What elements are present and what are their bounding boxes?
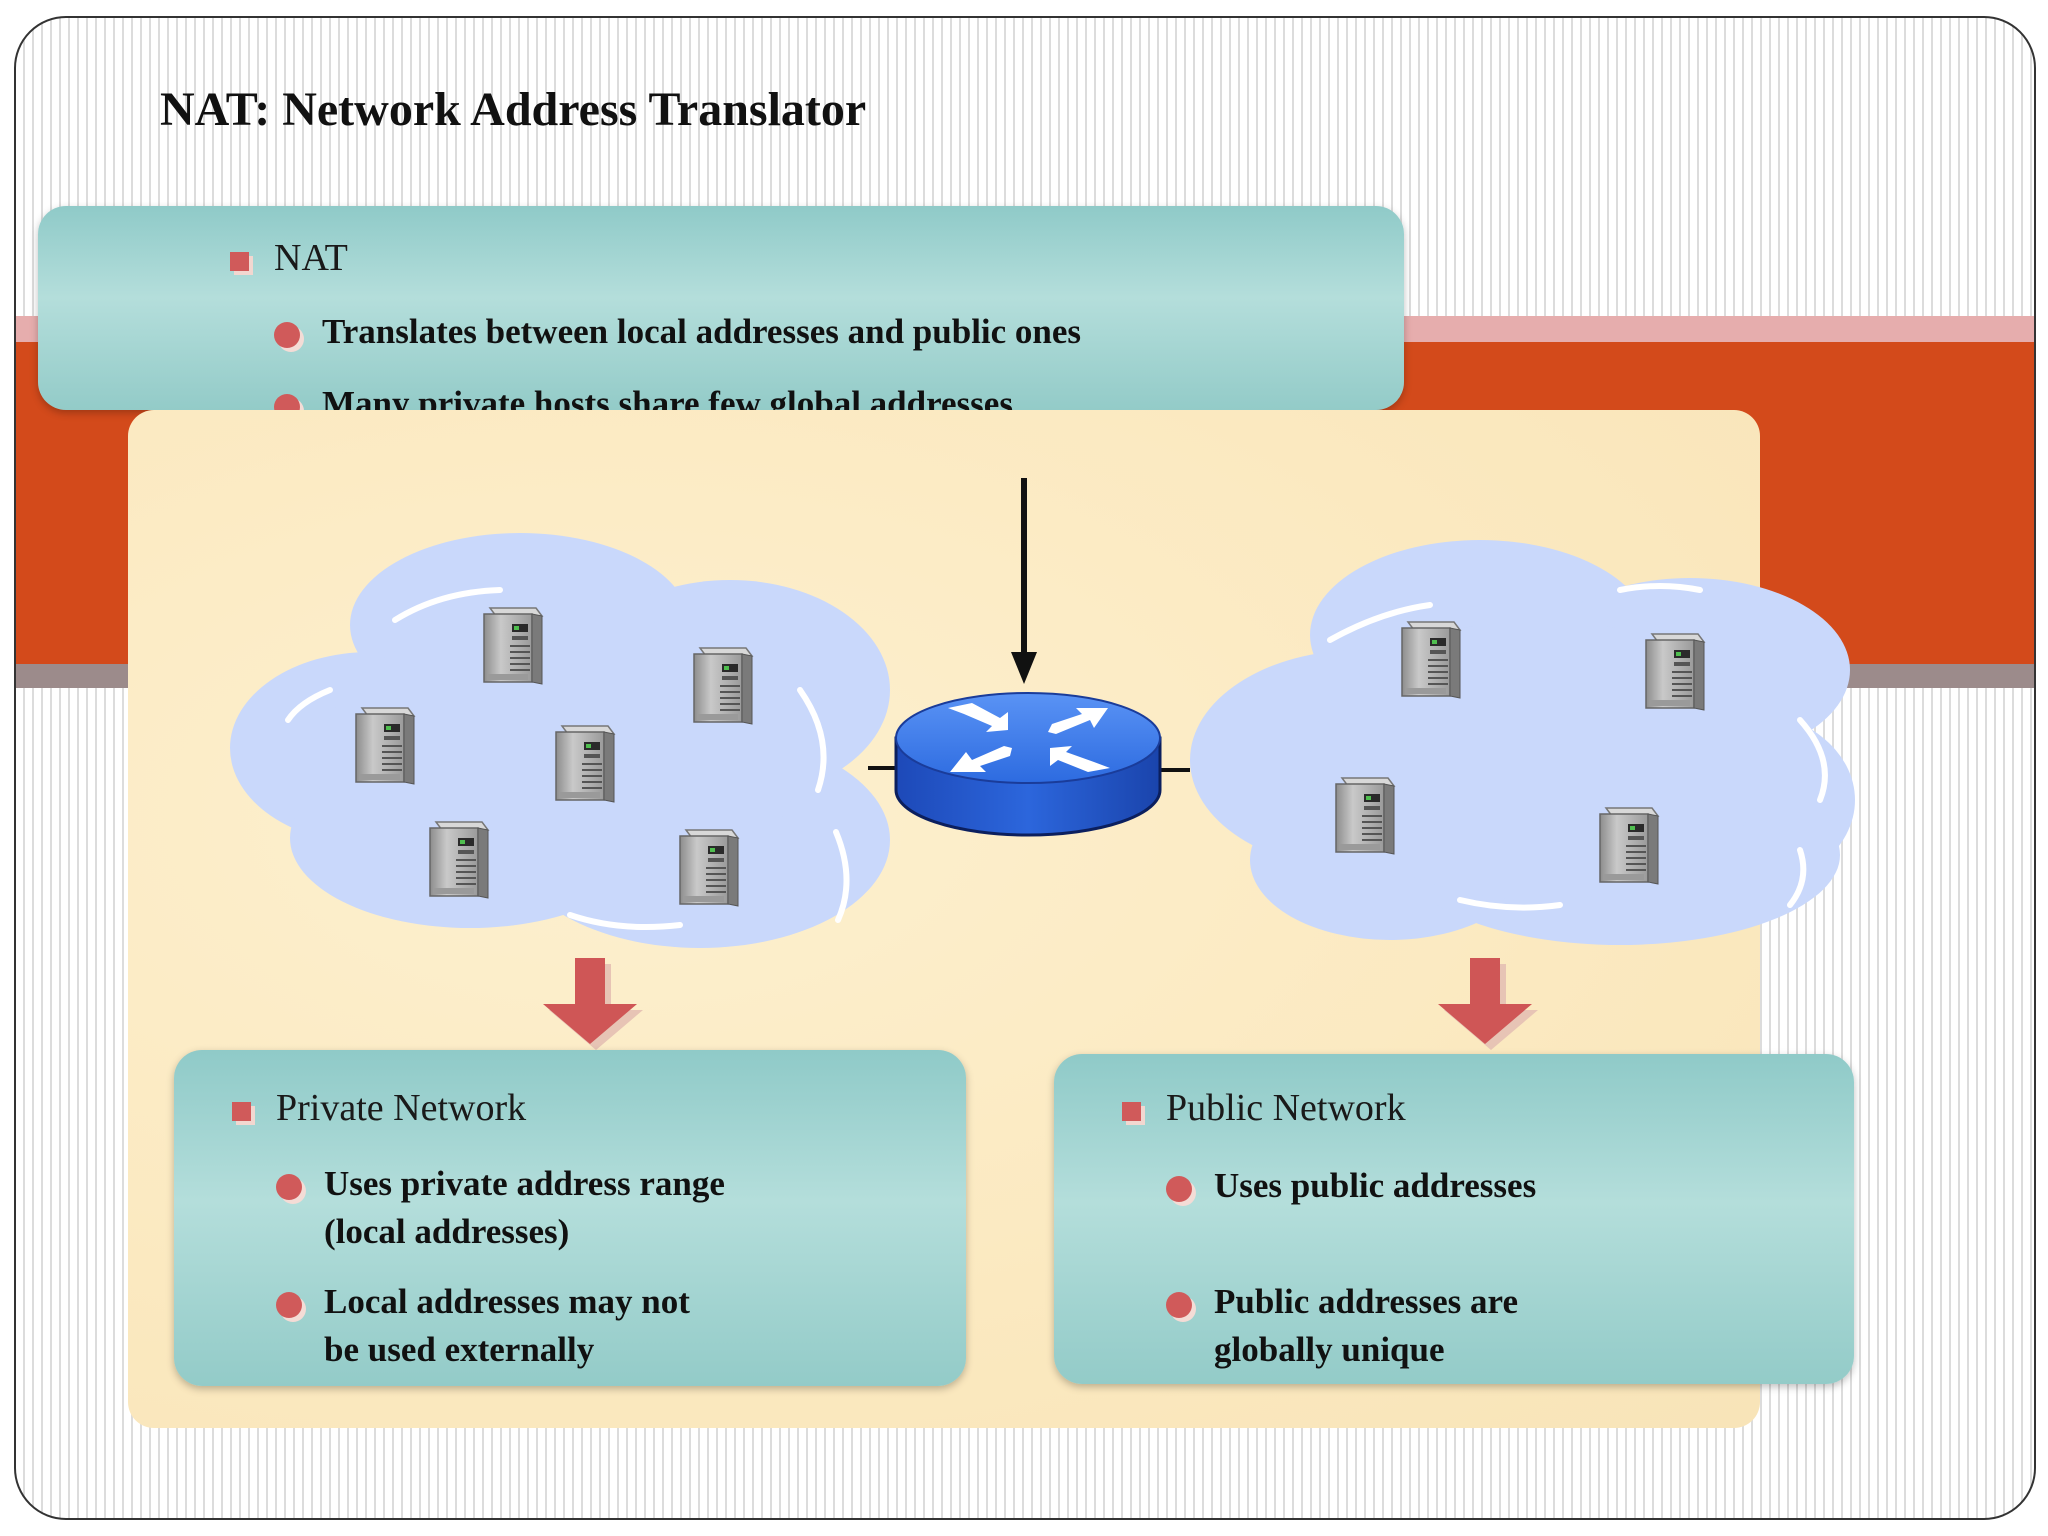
round-bullet-icon (1166, 1292, 1192, 1318)
down-arrow-icon (1438, 958, 1538, 1050)
public-bullet-2-line-1: Public addresses are (1214, 1282, 1518, 1321)
round-bullet-icon (276, 1174, 302, 1200)
public-heading: Public Network (1166, 1087, 1406, 1129)
down-arrow-icon (543, 958, 643, 1050)
nat-description-box: NAT Translates between local addresses a… (38, 206, 1404, 423)
private-bullet-2-line-1: Local addresses may not (324, 1282, 690, 1321)
round-bullet-icon (274, 322, 300, 348)
nat-bullet-1: Translates between local addresses and p… (322, 312, 1082, 351)
square-bullet-icon (230, 252, 249, 271)
private-network-box: Private Network Uses private address ran… (174, 1050, 966, 1386)
square-bullet-icon (232, 1102, 251, 1121)
square-bullet-icon (1122, 1102, 1141, 1121)
private-bullet-2-line-2: be used externally (324, 1330, 595, 1369)
round-bullet-icon (276, 1292, 302, 1318)
public-network-box: Public Network Uses public addresses Pub… (1054, 1054, 1854, 1384)
slide-title: NAT: Network Address Translator (160, 83, 867, 136)
round-bullet-icon (1166, 1176, 1192, 1202)
public-bullet-1: Uses public addresses (1214, 1166, 1537, 1205)
public-cloud-icon (1190, 540, 1855, 945)
private-heading: Private Network (276, 1087, 527, 1129)
private-bullet-1-line-2: (local addresses) (324, 1212, 570, 1251)
nat-heading: NAT (274, 237, 348, 279)
router-icon (894, 692, 1162, 837)
router-pointer-arrow-icon (1011, 478, 1037, 684)
private-bullet-1-line-1: Uses private address range (324, 1164, 725, 1203)
public-bullet-2-line-2: globally unique (1214, 1330, 1445, 1369)
